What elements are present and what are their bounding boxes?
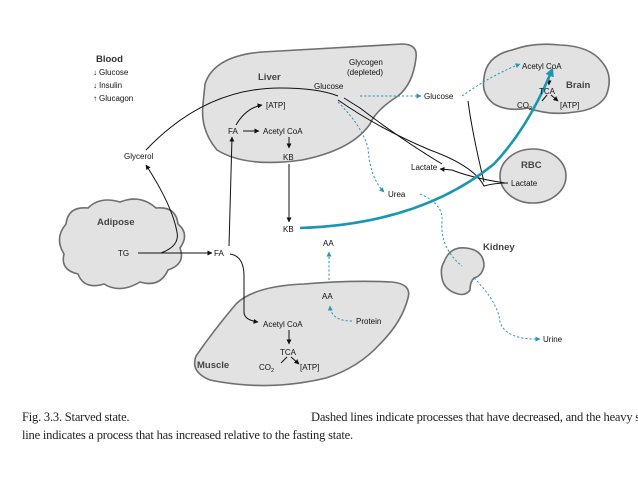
muscle-tca-atp-line [290, 356, 300, 365]
muscle-shape [193, 280, 410, 387]
brain-tca-atp-line [550, 94, 559, 102]
aa-lower-label: AA [322, 292, 333, 301]
legend-insulin: Insulin [99, 81, 122, 90]
protein-label: Protein [356, 317, 381, 326]
fa-up-to-liver-fa-line [228, 136, 235, 247]
caption-line-1: Fig. 3.3. Starved state. Dashed lines in… [22, 410, 638, 425]
muscle-co2-label: CO2 [259, 363, 274, 374]
muscle-title: Muscle [197, 360, 229, 371]
glucose-to-urea-dashed [337, 101, 385, 193]
liver-fa-label: FA [228, 127, 238, 136]
muscle-tca-label: TCA [280, 348, 297, 357]
adipose-shape [58, 198, 186, 290]
figure-title: Fig. 3.3. Starved state. [22, 410, 130, 424]
legend-glucose-arrow: ↓ [93, 68, 97, 77]
rbc-lactate-to-lactate-line [439, 166, 506, 184]
liver-kb-label: KB [283, 153, 294, 162]
tg-label: TG [118, 249, 129, 258]
adipose-title: Adipose [97, 217, 134, 228]
brain-title: Brain [566, 80, 590, 91]
rbc-title: RBC [521, 160, 542, 171]
urea-label: Urea [388, 190, 406, 199]
legend-glucagon: Glucagon [99, 94, 133, 103]
brain-co2-label: CO2 [517, 101, 532, 112]
legend-title: Blood [96, 54, 123, 65]
legend-glucagon-arrow: ↑ [93, 94, 97, 103]
urine-label: Urine [543, 335, 563, 344]
liver-glucose-label: Glucose [314, 82, 344, 91]
kidney-title: Kidney [483, 242, 515, 253]
lactate-label: Lactate [411, 163, 438, 172]
liver-atp-label: [ATP] [266, 101, 285, 110]
muscle-tca-co2-line [280, 356, 288, 364]
fa-label: FA [214, 249, 224, 258]
legend-insulin-arrow: ↓ [93, 81, 97, 90]
brain-glucose-to-acetyl-coa-dashed [461, 63, 521, 97]
liver-acetyl-coa-label: Acetyl CoA [263, 127, 303, 136]
liver-shape [201, 43, 418, 164]
kidney-to-urine-dashed [473, 277, 541, 342]
muscle-atp-label: [ATP] [300, 363, 319, 372]
fa-down-to-muscle-line [229, 253, 259, 324]
glycogen-label: Glycogen [349, 58, 383, 67]
lactate-to-glucose-line [343, 97, 443, 165]
kidney-shape [440, 246, 485, 296]
glucose-to-lactate-line [337, 99, 509, 187]
kb-to-brain-heavy-line [299, 67, 554, 230]
liver-title: Liver [258, 72, 281, 83]
legend-glucose: Glucose [99, 68, 129, 77]
kb-label: KB [283, 225, 294, 234]
brain-shape [482, 43, 610, 115]
rbc-shape [499, 148, 567, 204]
fa-to-glycerol-line [145, 164, 178, 254]
rbc-lactate-label: Lactate [511, 179, 538, 188]
glycerol-label: Glycerol [124, 152, 154, 161]
brain-glucose-label: Glucose [424, 92, 454, 101]
muscle-acetyl-coa-label: Acetyl CoA [263, 320, 303, 329]
glycogen-depleted-label: (depleted) [347, 68, 383, 77]
brain-tca-label: TCA [539, 87, 556, 96]
brain-atp-label: [ATP] [560, 101, 579, 110]
caption-line-1-right: Dashed lines indicate processes that hav… [311, 410, 638, 424]
acetyl-coa-to-atp-line [235, 103, 263, 126]
glycerol-to-liver-glucose-line [145, 87, 339, 151]
aa-upper-label: AA [323, 239, 334, 248]
brain-acetyl-coa-label: Acetyl CoA [522, 62, 562, 71]
caption-line-2: line indicates a process that has increa… [22, 428, 353, 442]
brain-glucose-down-line [467, 100, 485, 183]
brain-tca-co2-line [541, 94, 548, 102]
